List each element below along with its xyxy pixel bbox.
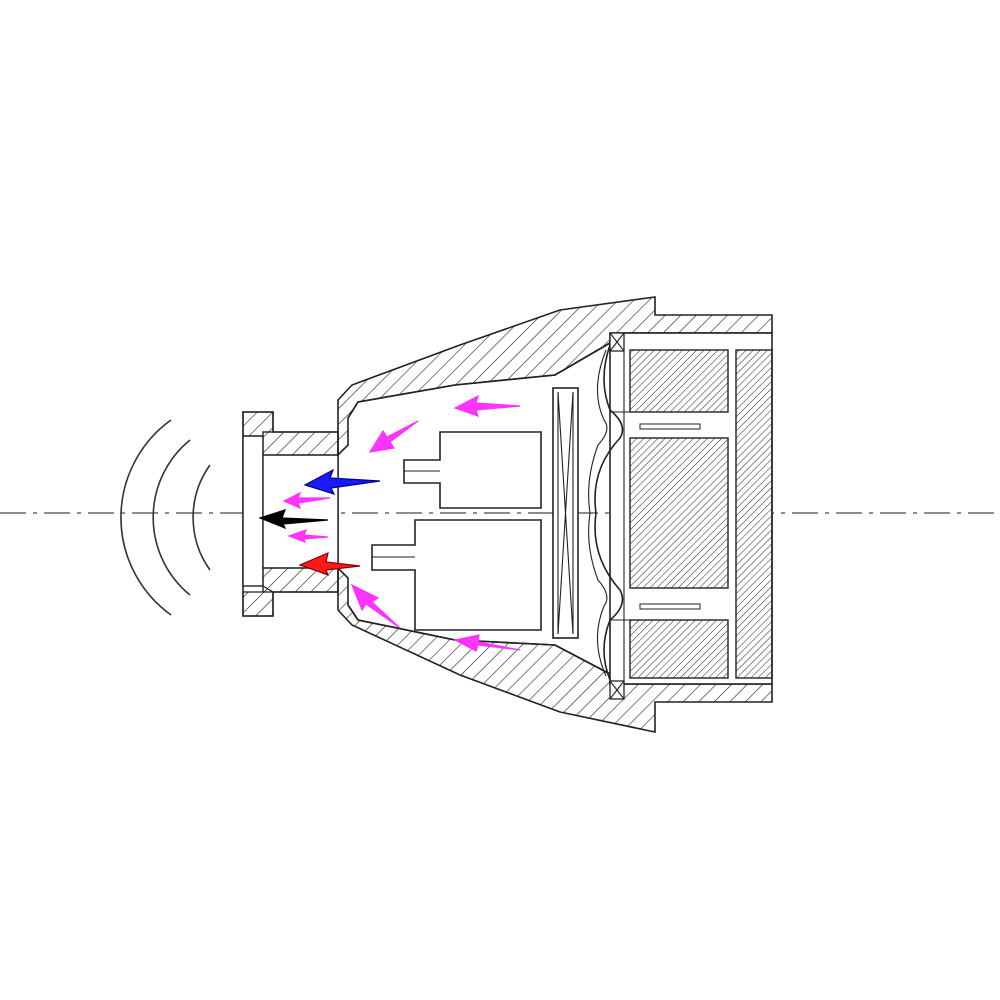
- bearing-bottom: [609, 680, 625, 700]
- driver-motor: [609, 332, 773, 700]
- diaphragm: [594, 344, 624, 681]
- emitter-upper: [403, 431, 542, 509]
- outlet-flange: [242, 411, 339, 617]
- black-arrow-icon: [258, 509, 329, 530]
- sound-wave-icon: [120, 419, 211, 616]
- blue-arrow-icon: [303, 468, 381, 495]
- bearing-top: [609, 332, 625, 352]
- airflow-arrow-icon: [282, 394, 521, 652]
- emitter-lower: [371, 519, 542, 631]
- red-arrow-icon: [298, 551, 361, 577]
- diffuser-plate: [552, 387, 579, 639]
